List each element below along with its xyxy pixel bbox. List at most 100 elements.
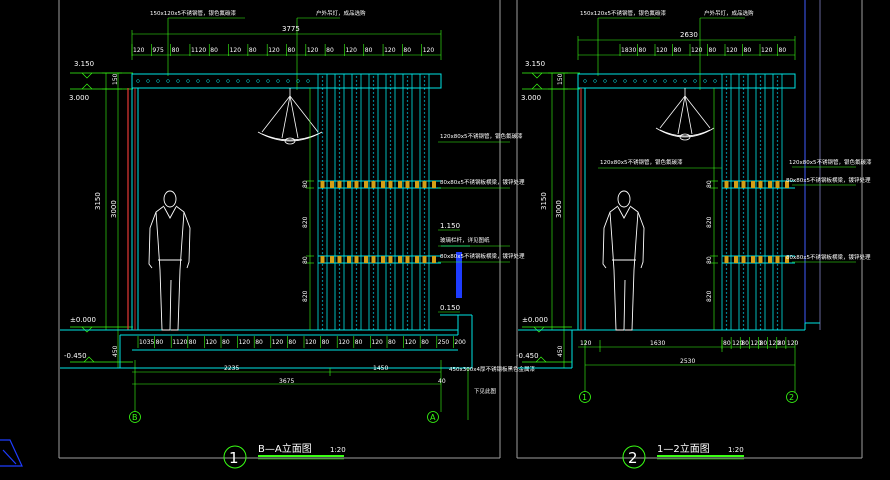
beam-hole xyxy=(703,79,707,83)
segment-dim: 120 xyxy=(239,339,251,346)
segment-dim: 80 xyxy=(156,339,164,346)
segment-dim: 200 xyxy=(454,339,466,346)
segment-dim: 80 xyxy=(741,340,749,347)
segment-dim: 120 xyxy=(732,340,744,347)
dim-820-lower: 820 xyxy=(302,290,309,302)
beam-joint xyxy=(398,256,402,263)
bottom-mid-dim: 1630 xyxy=(650,340,665,347)
segment-dim: 120 xyxy=(750,340,762,347)
segment-dim: 80 xyxy=(365,47,373,54)
segment-dim: 80 xyxy=(288,339,296,346)
slat xyxy=(419,73,430,331)
slat xyxy=(738,73,749,331)
segment-dim: 120 xyxy=(205,339,217,346)
segment-dim: 120 xyxy=(371,339,383,346)
overall-dim: 3675 xyxy=(279,378,294,385)
beam-hole xyxy=(286,79,290,83)
beam-joint xyxy=(734,256,738,263)
segment-dim: 1120 xyxy=(172,339,187,346)
level-zero: ±0.000 xyxy=(70,316,96,324)
beam-hole xyxy=(166,79,170,83)
title-block-right: 2 1—2立面图 1:20 xyxy=(622,442,744,469)
slat xyxy=(772,73,783,331)
level-mid: 1.150 xyxy=(440,222,460,230)
segment-dim: 120 xyxy=(133,47,145,54)
top-note: 150x120x5不锈钢管，银色氟碳漆 xyxy=(580,9,667,17)
beam-joint xyxy=(775,181,780,188)
beam-hole xyxy=(176,79,180,83)
height-inner-dim: 3000 xyxy=(110,200,118,218)
beam-hole xyxy=(603,79,607,83)
height-top-dim: 150 xyxy=(557,73,564,85)
segment-dim: 120 xyxy=(307,47,319,54)
beam-hole xyxy=(673,79,677,83)
height-top-dim: 150 xyxy=(112,73,119,85)
beam-joint xyxy=(415,256,419,263)
beam-joint xyxy=(388,181,393,188)
top-right-note: 户外吊灯，成品选购 xyxy=(704,9,754,17)
segment-dim: 120 xyxy=(268,47,280,54)
beam-hole xyxy=(216,79,220,83)
pendant-lamp xyxy=(655,88,715,141)
corner-triangle xyxy=(0,439,23,467)
slat xyxy=(755,73,766,331)
bottom-left-dim: 120 xyxy=(580,340,592,347)
vertical-slats xyxy=(721,73,783,331)
beam-joint xyxy=(751,181,755,188)
horizontal-beams xyxy=(318,180,441,264)
total-width-dim: 2630 xyxy=(680,31,698,39)
beam-joint xyxy=(371,181,376,188)
beam-joint xyxy=(364,256,368,263)
segment-dim: 120 xyxy=(230,47,242,54)
level-second: 3.000 xyxy=(521,94,541,102)
level-ground: -0.450 xyxy=(64,352,87,360)
top-beam-holes xyxy=(136,79,310,83)
beam-hole xyxy=(306,79,310,83)
top-note-leader-right xyxy=(597,17,745,90)
beam-joint xyxy=(320,256,325,263)
base-note: 450x300x4厚不锈钢板黑色金属漆 xyxy=(449,365,536,373)
dim-80-upper: 80 xyxy=(706,180,713,188)
beam-hole xyxy=(653,79,657,83)
segment-dim: 1035 xyxy=(139,339,154,346)
beam-hole xyxy=(156,79,160,83)
dim-80-lower: 80 xyxy=(706,256,713,264)
beam-hole xyxy=(246,79,250,83)
vertical-dim-lines xyxy=(548,72,568,369)
level-ground: -0.450 xyxy=(516,352,539,360)
segment-dim: 120 xyxy=(405,339,417,346)
sub-total-left: 2235 xyxy=(224,365,239,372)
beam-hole xyxy=(196,79,200,83)
beam-hole xyxy=(593,79,597,83)
segment-dim: 80 xyxy=(255,339,263,346)
segment-dim: 80 xyxy=(760,340,768,347)
beam-joint xyxy=(768,256,772,263)
segment-dim: 120 xyxy=(338,339,350,346)
segment-dim: 80 xyxy=(322,339,330,346)
segment-dim: 120 xyxy=(769,340,781,347)
beam-joint xyxy=(337,256,342,263)
slat xyxy=(368,73,379,331)
segment-dim: 80 xyxy=(744,47,752,54)
segment-dim: 80 xyxy=(355,339,363,346)
segment-dim: 80 xyxy=(403,47,411,54)
beam-joint xyxy=(422,181,427,188)
title-scale: 1:20 xyxy=(728,446,744,454)
axis-bubble-b: B xyxy=(129,411,141,423)
overall-extra: 40 xyxy=(438,378,446,385)
slat xyxy=(721,73,732,331)
beam-joint xyxy=(354,181,359,188)
height-total-dim: 3150 xyxy=(540,192,548,210)
base-height-dim: 450 xyxy=(112,345,119,357)
beam-joint xyxy=(405,256,410,263)
foundation-note: 下见此图 xyxy=(474,387,497,395)
axis-bubble-2: 2 xyxy=(786,391,798,403)
segment-dim: 80 xyxy=(778,340,786,347)
height-total-dim: 3150 xyxy=(94,192,102,210)
level-top: 3.150 xyxy=(525,60,545,68)
